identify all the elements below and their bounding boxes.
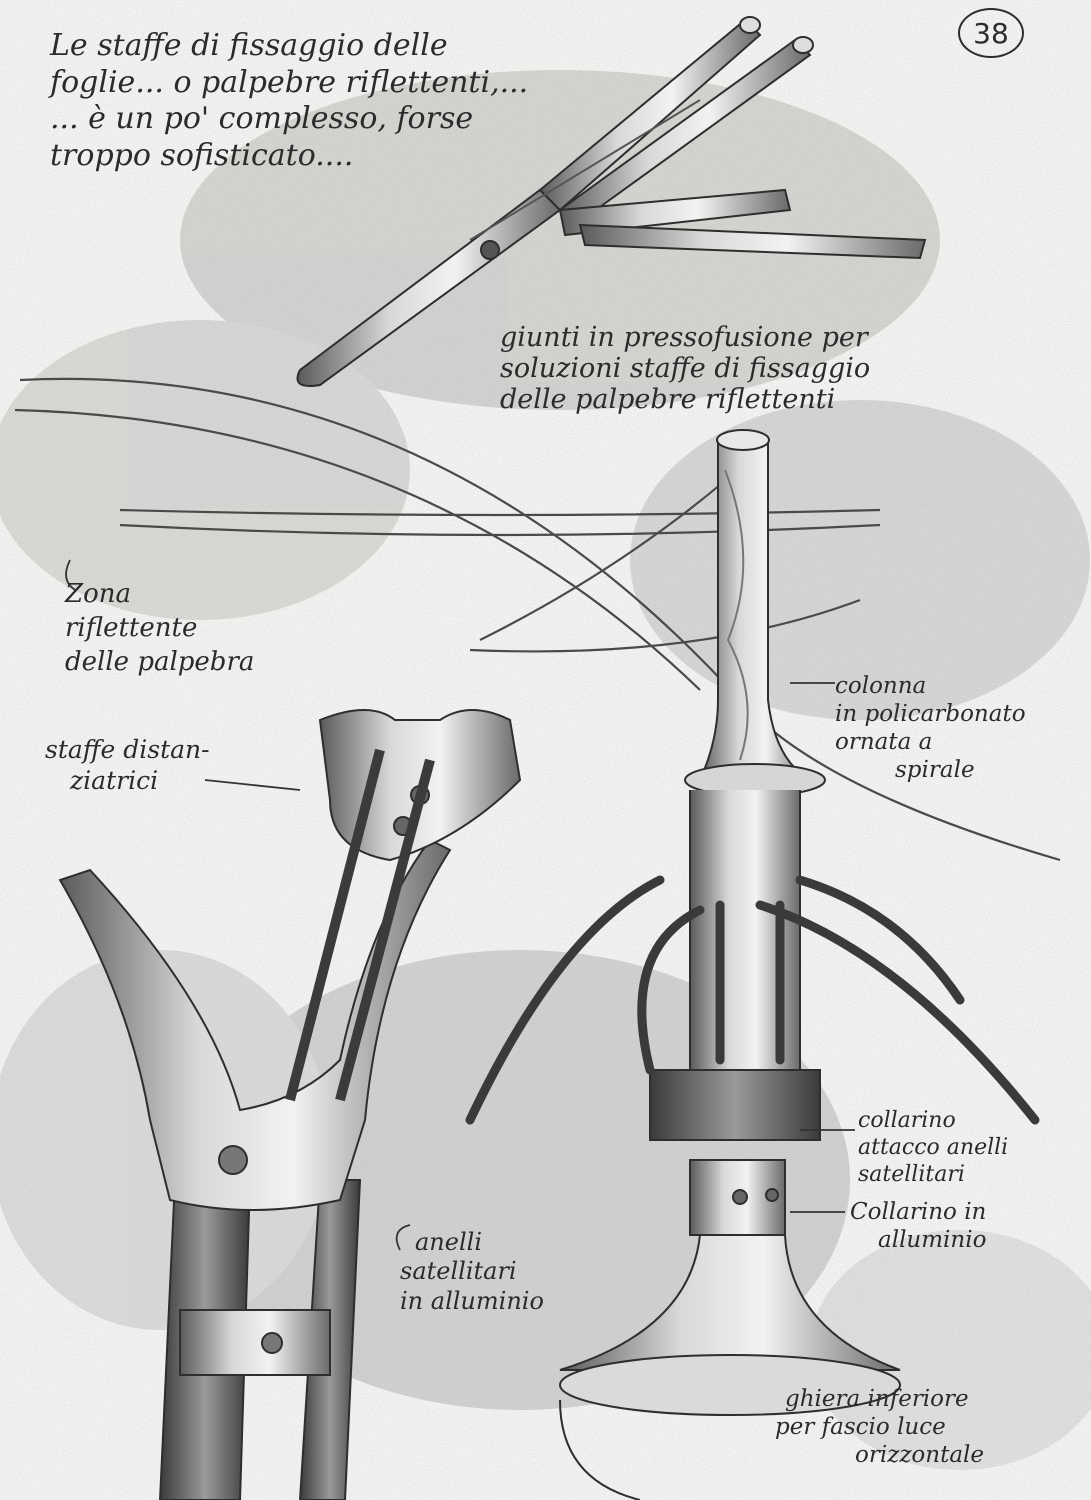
intro-note-line: Le staffe di fissaggio delle bbox=[50, 28, 448, 63]
column-note-line: spirale bbox=[895, 757, 975, 784]
zone-note-line: Zona bbox=[65, 579, 131, 609]
collar-ring-note: collarino attacco anelli satellitari bbox=[858, 1108, 1008, 1188]
collar-ring-note-line: collarino bbox=[858, 1108, 956, 1133]
annotation-leaders bbox=[65, 559, 855, 1251]
zone-note-line: riflettente bbox=[65, 612, 198, 643]
radiating-arms bbox=[465, 875, 1040, 1125]
collar-ring-note-line: attacco anelli bbox=[858, 1134, 1009, 1160]
intro-note: Le staffe di fissaggio delle foglie... o… bbox=[50, 28, 528, 174]
collar-ring-note-line: satellitari bbox=[858, 1161, 965, 1187]
cap-note-line: ghiera inferiore bbox=[785, 1386, 969, 1412]
cap-note-line: per fascio luce bbox=[775, 1414, 946, 1441]
collar-alu-note-line: Collarino in bbox=[850, 1199, 987, 1225]
intro-note-line: foglie... o palpebre riflettenti,... bbox=[50, 64, 529, 100]
column-note-line: colonna bbox=[835, 673, 927, 699]
rings-note: anelli satellitari in alluminio bbox=[400, 1228, 544, 1316]
joints-note-line: giunti in pressofusione per bbox=[500, 322, 868, 353]
page-number-badge: 38 bbox=[958, 8, 1024, 58]
distance-bracket-sketch bbox=[58, 709, 522, 1500]
column-note-line: in policarbonato bbox=[835, 701, 1026, 728]
intro-note-line: troppo sofisticato.... bbox=[50, 137, 354, 173]
cap-note-line: orizzontale bbox=[855, 1442, 985, 1469]
rings-note-line: satellitari bbox=[400, 1257, 517, 1286]
joints-note-line: soluzioni staffe di fissaggio bbox=[500, 353, 871, 385]
zone-note: Zona riflettente delle palpebra bbox=[65, 578, 254, 679]
rings-note-line: in alluminio bbox=[400, 1286, 544, 1315]
column-note: colonna in policarbonato ornata a spiral… bbox=[835, 672, 1026, 784]
brackets-note-line: ziatrici bbox=[70, 765, 159, 795]
brackets-note: staffe distan- ziatrici bbox=[45, 735, 210, 796]
cap-note: ghiera inferiore per fascio luce orizzon… bbox=[775, 1385, 984, 1469]
zone-note-line: delle palpebra bbox=[65, 646, 255, 677]
top-bracket-sketch bbox=[296, 16, 927, 387]
collar-alu-note: Collarino in alluminio bbox=[850, 1198, 986, 1254]
rings-note-line: anelli bbox=[415, 1228, 482, 1256]
brackets-note-line: staffe distan- bbox=[45, 735, 210, 764]
column-note-line: ornata a bbox=[835, 729, 933, 756]
joints-note-line: delle palpebre riflettenti bbox=[500, 384, 836, 416]
intro-note-line: ... è un po' complesso, forse bbox=[50, 101, 474, 137]
collar-alu-note-line: alluminio bbox=[878, 1227, 987, 1254]
joints-note: giunti in pressofusione per soluzioni st… bbox=[500, 322, 870, 415]
